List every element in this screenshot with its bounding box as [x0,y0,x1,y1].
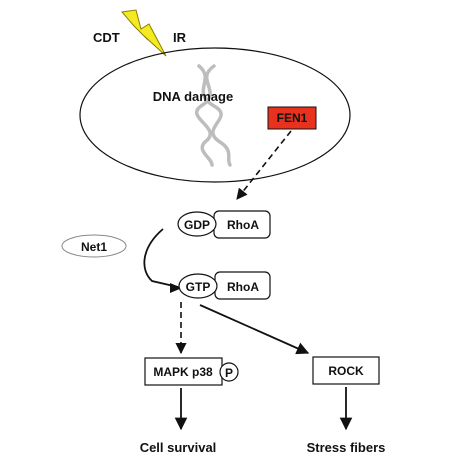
net1-label: Net1 [81,240,107,254]
rock-box [312,356,380,385]
gdp-ellipse [177,211,217,237]
lightning-bolt-icon [121,9,167,57]
phospho-circle [219,362,239,382]
net1-ellipse [61,234,127,258]
cdt-label: CDT [93,30,120,45]
fen1-label: FEN1 [277,111,308,125]
rock-label: ROCK [328,364,364,378]
stress-fibers-label: Stress fibers [307,440,386,455]
fen1-box [267,106,317,130]
ir-label: IR [173,30,187,45]
gdp-label: GDP [184,218,210,232]
rhoa-gdp-complex: GDP RhoA [177,210,271,239]
rhoa-gtp-label: RhoA [227,280,259,294]
nucleus-outline [79,47,351,183]
gtp-ellipse [178,273,218,299]
fen1-to-rhoa-arrow [236,130,292,200]
gdp-to-gtp-arrow [143,228,179,288]
dna-damage-label: DNA damage [153,89,233,104]
phospho-label: P [225,366,233,380]
cell-survival-label: Cell survival [140,440,217,455]
mapk-p38-label: MAPK p38 [153,365,213,379]
rhoa-gdp-label: RhoA [227,218,259,232]
gdp-to-gtp-arrowhead [170,283,182,293]
rhoa-gtp-complex: GTP RhoA [178,271,271,300]
gtp-label: GTP [186,280,211,294]
dna-helix-icon [195,64,232,167]
rhoa-to-rock-arrow [199,304,310,355]
